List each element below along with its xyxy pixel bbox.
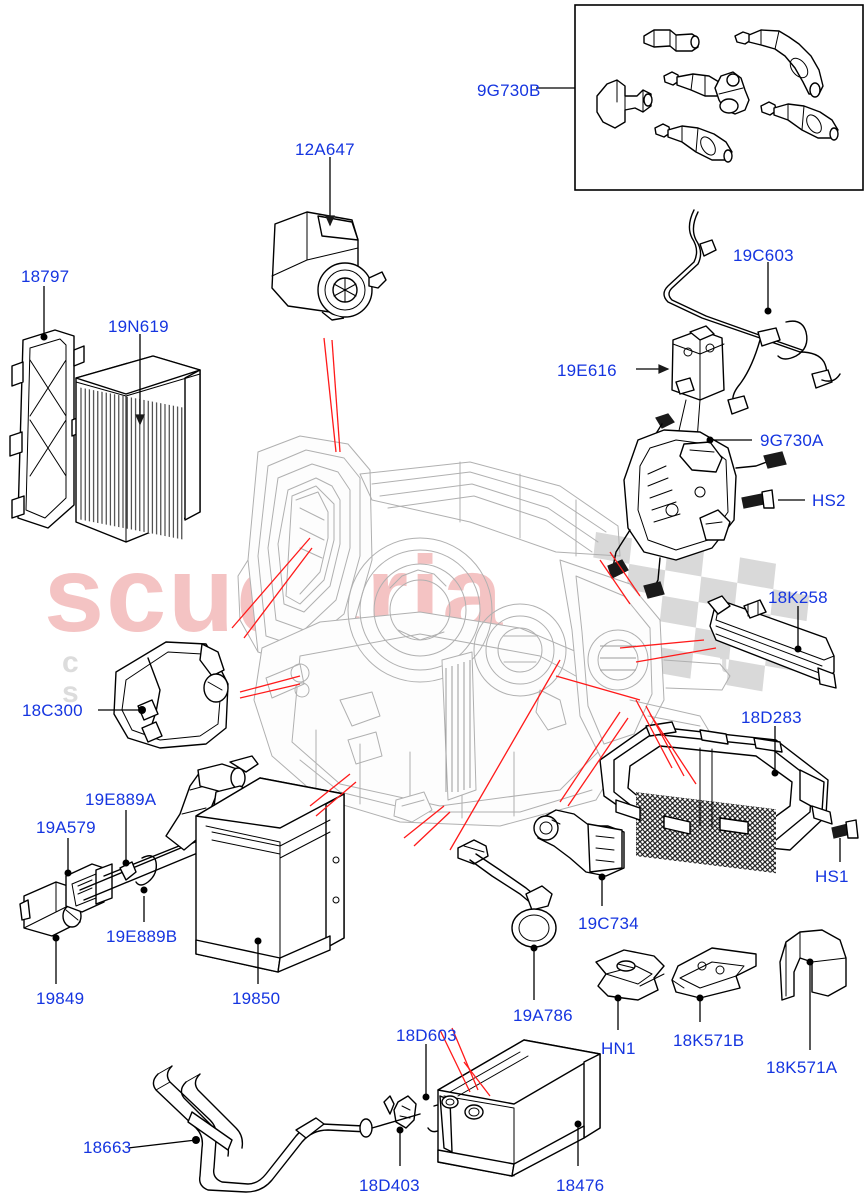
label-18d283[interactable]: 18D283 — [741, 708, 802, 727]
part-expansion-valve-group — [19, 755, 345, 984]
label-hs1[interactable]: HS1 — [815, 867, 849, 886]
label-19e889b[interactable]: 19E889B — [106, 927, 178, 946]
part-actuator-motor — [636, 325, 725, 481]
part-heater-core — [437, 1039, 601, 1177]
label-hs2[interactable]: HS2 — [812, 491, 846, 510]
label-9g730b[interactable]: 9G730B — [477, 81, 541, 100]
part-drain-tube — [457, 839, 557, 1000]
label-19850[interactable]: 19850 — [232, 989, 281, 1008]
label-18k571a[interactable]: 18K571A — [766, 1058, 838, 1077]
part-main-hvac-housing — [237, 435, 731, 827]
label-19e889a[interactable]: 19E889A — [85, 790, 157, 809]
label-18663[interactable]: 18663 — [83, 1138, 132, 1157]
label-19c734[interactable]: 19C734 — [578, 914, 639, 933]
part-heater-hose-assembly — [127, 1065, 421, 1193]
part-heater-case-cover — [98, 641, 229, 749]
red-leader-lines — [231, 337, 717, 1097]
part-duct-seal — [707, 595, 837, 689]
part-blower-motor — [271, 157, 387, 321]
label-19a579[interactable]: 19A579 — [36, 818, 96, 837]
label-19n619[interactable]: 19N619 — [108, 317, 169, 336]
part-insulator-a — [779, 929, 847, 1050]
part-cabin-air-filter — [75, 334, 201, 543]
label-18c300[interactable]: 18C300 — [22, 701, 83, 720]
inset-panel-9g730b — [536, 4, 864, 191]
label-hn1[interactable]: HN1 — [601, 1039, 636, 1058]
part-nut-hn1 — [595, 949, 665, 1030]
label-19a786[interactable]: 19A786 — [513, 1006, 573, 1025]
part-clamp-b — [671, 947, 757, 1022]
label-18k258[interactable]: 18K258 — [768, 588, 828, 607]
part-bracket-mount — [533, 809, 625, 906]
label-12a647[interactable]: 12A647 — [295, 140, 355, 159]
label-18d603[interactable]: 18D603 — [396, 1026, 457, 1045]
label-19e616[interactable]: 19E616 — [557, 361, 617, 380]
label-9g730a[interactable]: 9G730A — [760, 431, 824, 450]
part-linkage-assembly — [607, 413, 805, 599]
label-18k571b[interactable]: 18K571B — [673, 1031, 745, 1050]
label-19849[interactable]: 19849 — [36, 989, 85, 1008]
label-18476[interactable]: 18476 — [556, 1176, 605, 1195]
label-18797[interactable]: 18797 — [21, 267, 70, 286]
label-18d403[interactable]: 18D403 — [359, 1176, 420, 1195]
part-air-inlet-cover — [9, 286, 85, 529]
label-19c603[interactable]: 19C603 — [733, 246, 794, 265]
part-wiring-harness — [663, 209, 841, 415]
part-heater-core-matrix — [599, 721, 859, 874]
